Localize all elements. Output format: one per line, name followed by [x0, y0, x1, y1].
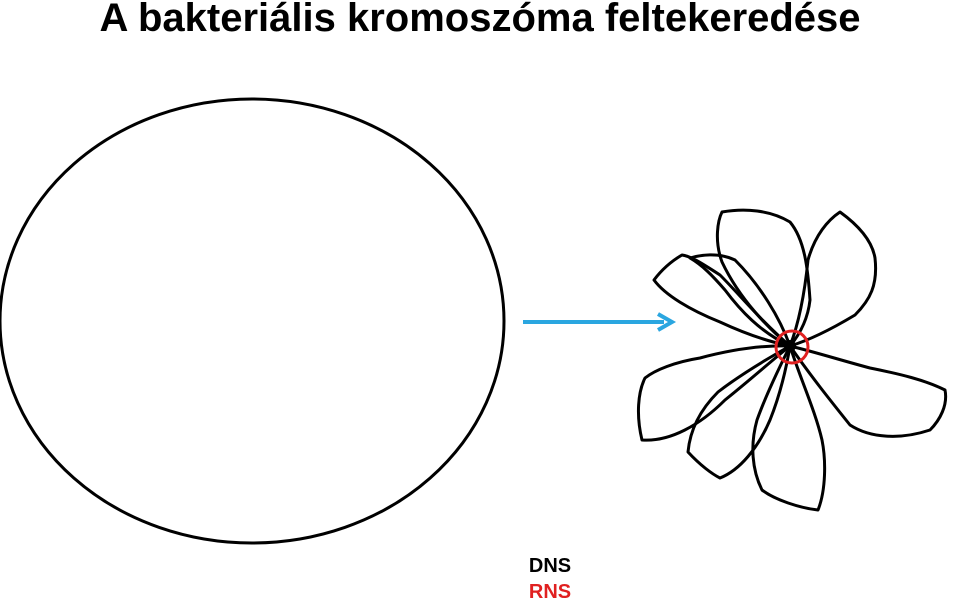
rna-core-circle — [774, 329, 810, 365]
legend: DNS RNS — [490, 553, 610, 605]
central-core-dot — [784, 340, 796, 352]
dna-loop-4 — [688, 253, 792, 348]
dna-loop-6 — [636, 344, 792, 442]
dna-loop-8 — [751, 344, 827, 512]
dna-loop-5 — [788, 344, 948, 438]
page-title: A bakteriális kromoszóma feltekeredése — [99, 0, 861, 40]
transform-arrow — [523, 312, 677, 332]
supercoiled-loops — [636, 208, 948, 512]
dna-loop-7 — [686, 344, 792, 480]
dna-loop-2 — [788, 210, 878, 348]
legend-rna-label: RNS — [528, 581, 572, 603]
dna-loop-3 — [652, 253, 792, 348]
legend-dna-label: DNS — [528, 555, 572, 577]
circular-dna-loop — [0, 97, 506, 545]
dna-loop-1 — [715, 208, 812, 348]
